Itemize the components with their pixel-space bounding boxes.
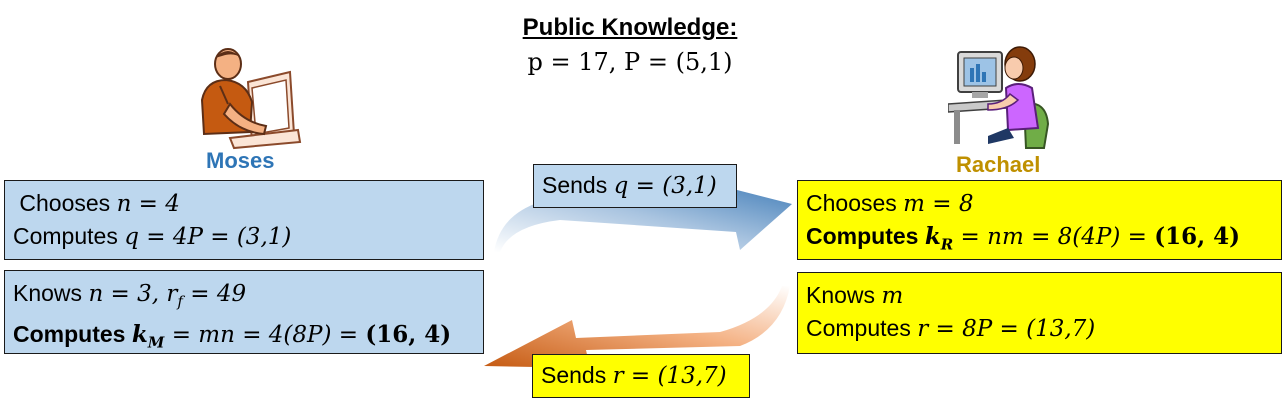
woman-at-computer-icon [948, 46, 1050, 149]
moses-key-box: Knows n = 3, rf = 49 Computes kM = mn = … [4, 270, 484, 354]
rachael-name: Rachael [956, 152, 1041, 177]
rachael-choose-line: Chooses m = 8 [806, 190, 974, 217]
moses-compute-key-line: Computes kM = mn = 4(8P) = (16, 4) [13, 320, 452, 352]
man-at-computer-icon [200, 48, 302, 150]
rachael-choose-box: Chooses m = 8 Computes kR = nm = 8(4P) =… [797, 180, 1282, 260]
moses-name: Moses [206, 148, 275, 173]
send-q-label: Sends q = (3,1) [533, 164, 737, 208]
rachael-compute-r-box: Knows m Computes r = 8P = (13,7) [797, 272, 1282, 354]
moses-choose-box: Chooses n = 4 Computes q = 4P = (3,1) [4, 180, 484, 260]
public-knowledge-title: Public Knowledge: [522, 14, 738, 41]
send-r-label: Sends r = (13,7) [532, 354, 750, 398]
moses-compute-q-line: Computes q = 4P = (3,1) [13, 223, 292, 250]
rachael-compute-r-line: Computes r = 8P = (13,7) [806, 315, 1096, 342]
arrow-to-moses [484, 286, 790, 368]
rachael-compute-key-line: Computes kR = nm = 8(4P) = (16, 4) [806, 223, 1241, 254]
rachael-knows-line: Knows m [806, 282, 904, 309]
moses-knows-line: Knows n = 3, rf = 49 [13, 280, 247, 311]
public-knowledge-values: p = 17, P = (5,1) [527, 48, 733, 76]
moses-choose-line: Chooses n = 4 [19, 190, 180, 217]
